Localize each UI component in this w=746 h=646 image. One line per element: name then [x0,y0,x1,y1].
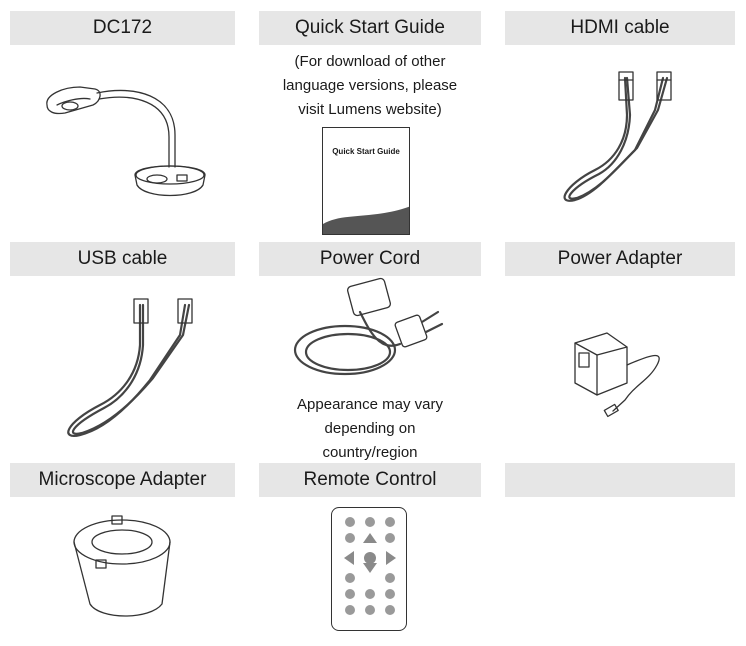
qsg-cover-wave [323,206,409,234]
power-cord-image [293,277,444,376]
header-quick-start-guide: Quick Start Guide [259,11,481,45]
microscope-adapter-image [73,515,171,617]
remote-buttons [344,517,396,615]
header-microscope-adapter: Microscope Adapter [10,463,235,497]
qsg-cover-title: Quick Start Guide [332,147,400,156]
qsg-note-line: visit Lumens website) [298,101,442,118]
qsg-booklet: Quick Start Guide [322,127,410,235]
header-remote-control: Remote Control [259,463,481,497]
remote-control-image [331,507,407,631]
qsg-note-line: language versions, please [282,77,458,94]
power-cord-note-line: depending on [324,420,416,437]
power-cord-note-line: Appearance may vary [297,396,443,413]
qsg-note-line: (For download of other [294,53,446,70]
power-adapter-image [574,332,660,418]
header-power-cord: Power Cord [259,242,481,276]
header-power-adapter: Power Adapter [505,242,735,276]
power-cord-note: Appearance may vary depending on country… [259,393,481,465]
usb-cable-image [67,298,193,437]
header-hdmi-cable: HDMI cable [505,11,735,45]
header-usb-cable: USB cable [10,242,235,276]
hdmi-cable-image [563,71,672,202]
qsg-note: (For download of other language versions… [259,50,481,122]
header-dc172: DC172 [10,11,235,45]
document-camera-image [46,86,206,197]
header-empty [505,463,735,497]
power-cord-note-line: country/region [322,444,418,461]
